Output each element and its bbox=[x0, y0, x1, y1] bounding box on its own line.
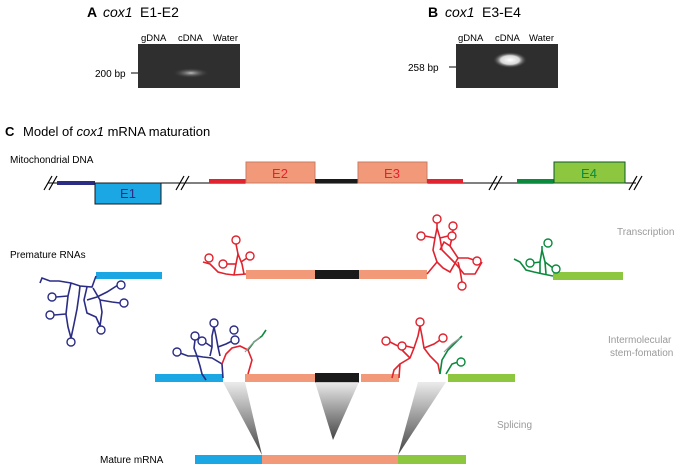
funnel-e1-e2 bbox=[223, 382, 262, 455]
exon-e3-label: E3 bbox=[384, 166, 400, 181]
stem-e4-bar bbox=[448, 374, 515, 382]
gel-b-lane-cdna: cDNA bbox=[495, 33, 520, 44]
splicing-funnels bbox=[223, 382, 446, 455]
panel-a-letter: A bbox=[87, 4, 97, 20]
stem-intron-bar bbox=[315, 373, 359, 383]
step-intermolecular-2: stem-fomation bbox=[610, 348, 673, 359]
panel-c-title-after: mRNA maturation bbox=[108, 124, 211, 139]
premature-e1-bar bbox=[96, 272, 162, 279]
exon-e2-label: E2 bbox=[272, 166, 288, 181]
panel-a-exons: E1-E2 bbox=[140, 4, 179, 20]
exon-e1-label: E1 bbox=[120, 186, 136, 201]
gel-b-lane-gdna: gDNA bbox=[458, 33, 484, 44]
panel-b-letter: B bbox=[428, 4, 438, 20]
panel-b-exons: E3-E4 bbox=[482, 4, 521, 20]
step-intermolecular-1: Intermolecular bbox=[608, 335, 672, 346]
panel-c-title-before: Model of bbox=[23, 124, 76, 139]
stem-e2-bar bbox=[245, 374, 315, 382]
gel-b-marker-label: 258 bp bbox=[408, 63, 439, 74]
premature-intron-bar bbox=[315, 270, 359, 279]
svg-text:C Model of cox1: C Model of cox1 mRNA maturation bbox=[5, 124, 210, 139]
panel-c-letter: C bbox=[5, 124, 15, 139]
funnel-e3-e4 bbox=[398, 382, 446, 455]
e1-intron-flank bbox=[57, 181, 95, 185]
premature-e3-bar bbox=[359, 270, 427, 279]
gel-a-marker-label: 200 bp bbox=[95, 69, 126, 80]
e2-upstream-intron bbox=[209, 179, 247, 183]
break-mark-4 bbox=[628, 175, 643, 191]
exon-e4-label: E4 bbox=[581, 166, 597, 181]
premature-rna-e4 bbox=[513, 238, 623, 280]
panel-b-gene: cox1 bbox=[445, 4, 475, 20]
row-label-premature-rnas: Premature RNAs bbox=[10, 250, 86, 261]
row-label-mito-dna: Mitochondrial DNA bbox=[10, 155, 94, 166]
exon-e1 bbox=[94, 182, 162, 205]
exon-e4 bbox=[553, 161, 626, 184]
gel-a-lane-gdna: gDNA bbox=[141, 33, 167, 44]
row-label-mature-mrna: Mature mRNA bbox=[100, 455, 164, 465]
exon-e2 bbox=[245, 161, 316, 184]
panel-a-gene: cox1 bbox=[103, 4, 133, 20]
premature-rna-e2e3 bbox=[202, 214, 483, 291]
gel-b-lane-water: Water bbox=[529, 33, 554, 44]
step-transcription: Transcription bbox=[617, 227, 674, 238]
stem-e3-bar bbox=[361, 374, 399, 382]
funnel-intron bbox=[315, 382, 359, 440]
premature-rna-e1 bbox=[39, 272, 162, 347]
premature-e4-bar bbox=[553, 272, 623, 280]
gel-a-band-cdna bbox=[173, 68, 209, 78]
mito-dna-track: E1 E2 E3 E4 bbox=[43, 161, 643, 205]
mature-mrna-track bbox=[195, 455, 466, 464]
mature-e2e3-bar bbox=[262, 455, 398, 464]
gel-a-lane-cdna: cDNA bbox=[178, 33, 203, 44]
mature-e1-bar bbox=[195, 455, 262, 464]
gel-b-band-cdna bbox=[493, 52, 527, 68]
stem-left-junction bbox=[155, 318, 315, 382]
break-mark-2 bbox=[175, 175, 190, 191]
gel-a-lane-water: Water bbox=[213, 33, 238, 44]
exon-e3 bbox=[357, 161, 428, 184]
break-mark-3 bbox=[488, 175, 503, 191]
step-splicing: Splicing bbox=[497, 420, 532, 431]
stem-right-junction bbox=[315, 317, 515, 383]
panel-b: B cox1 E3-E4 gDNA cDNA Water 258 bp bbox=[408, 4, 558, 88]
e2-e3-intron bbox=[315, 179, 358, 183]
stem-e1-bar bbox=[155, 374, 223, 382]
mature-e4-bar bbox=[398, 455, 466, 464]
premature-e2-bar bbox=[246, 270, 315, 279]
panel-a: A cox1 E1-E2 gDNA cDNA Water 200 bp bbox=[87, 4, 240, 88]
e3-downstream-intron bbox=[427, 179, 463, 183]
panel-c-title: C Model of cox1 mRNA maturation bbox=[5, 124, 210, 139]
break-mark-1 bbox=[43, 175, 58, 191]
gel-a bbox=[138, 44, 240, 88]
e4-intron-flank bbox=[517, 179, 554, 183]
panel-c-title-gene: cox1 bbox=[77, 124, 104, 139]
